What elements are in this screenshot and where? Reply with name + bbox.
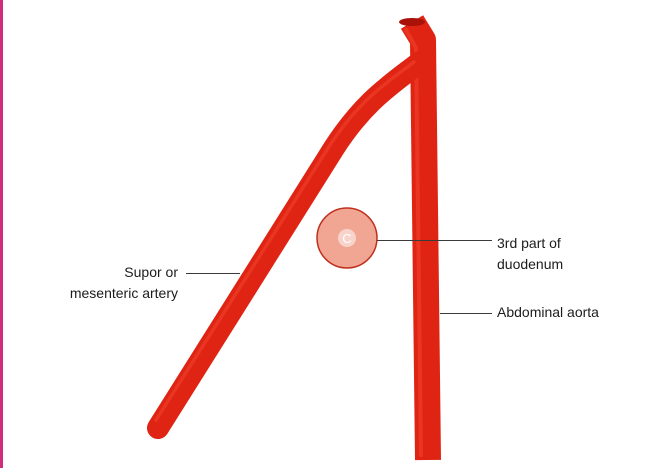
superior-mesenteric-artery-vessel: [158, 62, 420, 428]
aorta-label: Abdominal aorta: [497, 304, 599, 321]
duodenum-label-line2: duodenum: [497, 256, 563, 273]
duodenum-label-line1: 3rd part of: [497, 235, 561, 252]
sma-label-line2: mesenteric artery: [70, 285, 178, 302]
aorta-leader-line: [440, 313, 492, 314]
duodenum-letter: C: [342, 231, 351, 246]
duodenum-leader-line: [377, 240, 492, 241]
sma-leader-line: [186, 273, 240, 274]
sma-label-line1: Supor or: [124, 264, 178, 281]
aorta-top-opening: [399, 18, 425, 26]
